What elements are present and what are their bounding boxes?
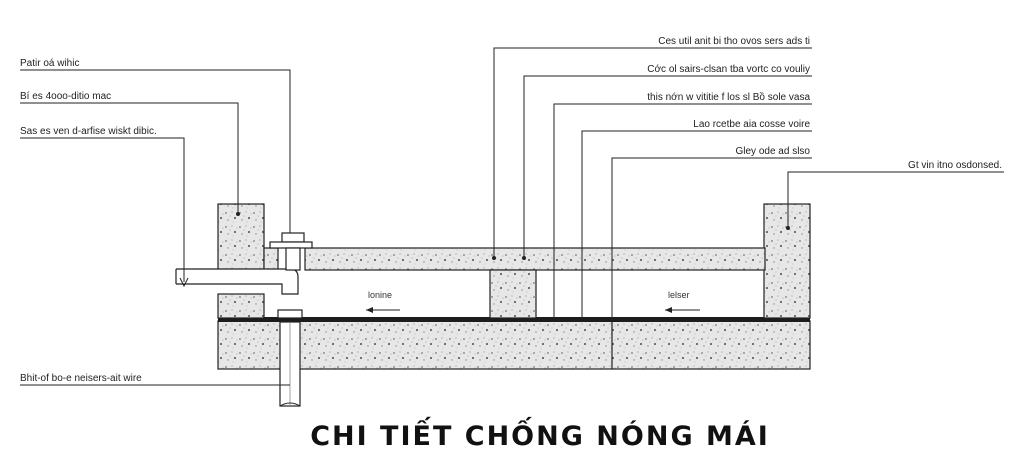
leader-right-5: [611, 157, 812, 321]
leader-right-4: [581, 130, 812, 318]
drain-cap-flange: [269, 241, 313, 249]
leader-right-2: [523, 75, 812, 258]
leader-right-1-dot: [492, 256, 496, 260]
leader-left-2-dot: [236, 212, 240, 216]
drain-cap-lower: [277, 309, 303, 319]
leader-left-1: [20, 69, 291, 233]
leader-left-3-tip: [179, 277, 189, 288]
flow-label-right: lelser: [668, 290, 690, 300]
drain-pipe-horizontal: [176, 268, 299, 295]
leader-right-2-dot: [522, 256, 526, 260]
leader-left-3: [20, 137, 185, 282]
pipe-end-bottom: [279, 402, 301, 407]
label-right-1: Ces util anit bi tho ovos sers ads ti: [658, 36, 810, 47]
label-right-3: this nớn w vititie f los sl Bồ sole vasa: [647, 91, 810, 103]
flow-arrow-right-head: [665, 307, 672, 313]
label-right-4: Lao rcetbe aia cosse voire: [693, 119, 810, 130]
support-pier: [489, 269, 537, 319]
flow-arrow-left-head: [366, 307, 373, 313]
leader-left-2: [20, 102, 239, 214]
diagram-title: CHI TIẾT CHỐNG NÓNG MÁI: [310, 416, 770, 452]
label-right-5: Gley ode ad slso: [736, 146, 811, 157]
left-parapet-base: [217, 293, 265, 319]
leader-right-1: [493, 47, 812, 258]
leader-right-3: [553, 103, 812, 318]
label-right-2: Cớc ol sairs-clsan tba vortc co vouliy: [647, 64, 810, 75]
drain-cap-top: [281, 232, 305, 243]
waterproof-membrane: [218, 317, 810, 322]
label-left-1: Patir oá wihic: [20, 58, 79, 69]
label-left-2: Bí es 4ooo-ditio mac: [20, 91, 111, 102]
left-parapet: [217, 203, 265, 271]
label-left-3: Sas es ven d-arfise wiskt dibic.: [20, 126, 157, 137]
label-left-bottom: Bhit-of bo-e neisers-ait wire: [20, 373, 142, 384]
drain-neck: [285, 247, 301, 271]
leader-far-right: [787, 171, 1004, 228]
label-far-right: Gt vin itno osdonsed.: [908, 160, 1002, 171]
top-insulation-slab: [304, 247, 766, 271]
base-slab: [217, 320, 811, 370]
flow-label-left: lonine: [368, 290, 392, 300]
right-parapet: [763, 203, 811, 319]
leader-far-right-dot: [786, 226, 790, 230]
left-panel-end: [263, 247, 279, 271]
